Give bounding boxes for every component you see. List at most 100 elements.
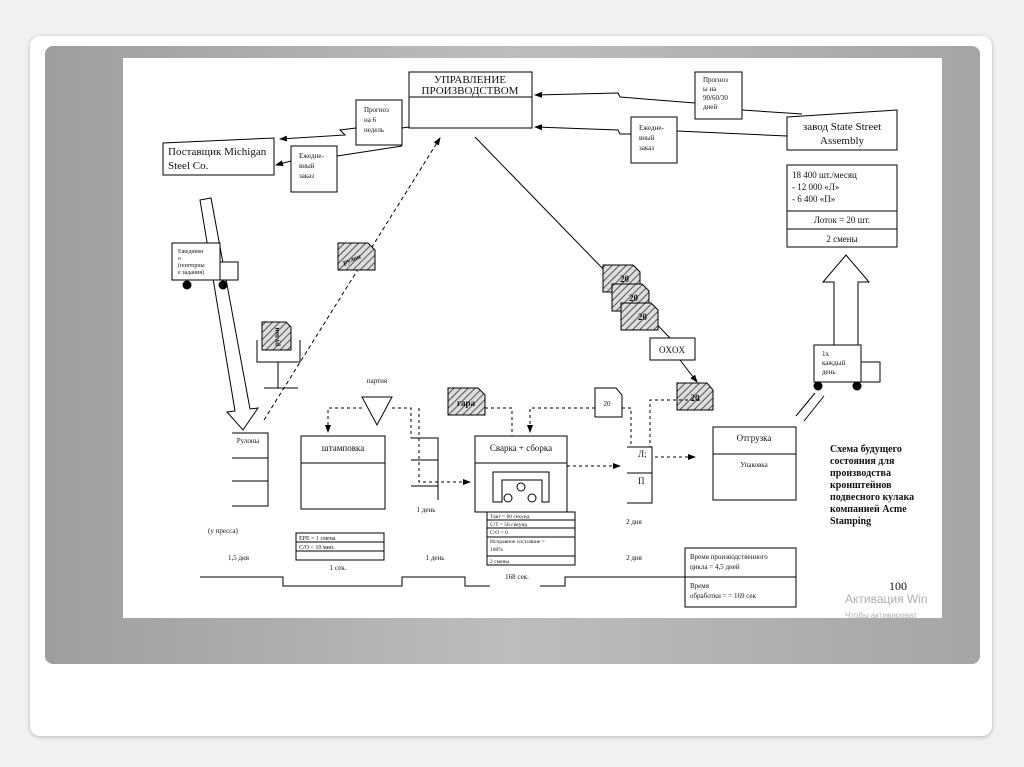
welding-data-box xyxy=(486,511,576,566)
customer-name-1: завод State Street xyxy=(803,121,881,133)
welding-title: Сварка + сборка xyxy=(490,443,552,453)
finished-left: Л; xyxy=(638,449,647,459)
supplier-daily-order-box xyxy=(290,145,338,193)
svg-text:Ежедне-: Ежедне- xyxy=(639,124,664,132)
svg-text:каждый: каждый xyxy=(822,359,846,367)
shipping-sub: Упаковка xyxy=(740,461,768,469)
coils-time: 1,5 дня xyxy=(228,554,250,562)
welding-process-box xyxy=(474,435,568,513)
production-kanban-card xyxy=(676,382,714,411)
customer-daily-order-box xyxy=(630,116,678,164)
svg-text:Время производственного: Время производственного xyxy=(690,553,768,561)
supplier-name-2: Steel Co. xyxy=(168,160,209,172)
kanban-pair-link xyxy=(485,407,513,436)
coils-label: Рулоны xyxy=(237,437,260,445)
kanban-card-2: 20 xyxy=(629,293,639,303)
coils-note: (у пресса) xyxy=(208,527,239,535)
supplier-box xyxy=(162,137,275,176)
svg-text:100%: 100% xyxy=(490,547,503,553)
withdrawal-signal-arrow-2 xyxy=(527,407,595,433)
svg-text:Прогноз: Прогноз xyxy=(703,76,728,84)
svg-text:кронштейнов: кронштейнов xyxy=(830,480,892,491)
svg-text:Stamping: Stamping xyxy=(830,516,871,527)
svg-text:- 12 000 «Л»: - 12 000 «Л» xyxy=(792,182,839,192)
load-leveling-box xyxy=(649,337,696,361)
pull-signal-arrow xyxy=(392,407,470,482)
svg-text:Ежедневн: Ежедневн xyxy=(178,249,204,255)
svg-text:18 400 шт./месяц: 18 400 шт./месяц xyxy=(792,170,857,180)
leveling-arrow xyxy=(679,359,698,383)
batch-signal-arrow xyxy=(325,407,362,433)
supplier-truck-icon xyxy=(171,242,239,290)
page-number: 100 xyxy=(889,579,907,593)
svg-text:вный: вный xyxy=(299,162,315,170)
svg-text:заказ: заказ xyxy=(639,144,654,152)
svg-text:день: день xyxy=(822,368,836,376)
withdrawal-kanban-label: 20 xyxy=(604,400,612,408)
electronic-info-arrow xyxy=(280,126,410,139)
summary-box xyxy=(684,547,797,608)
svg-text:о: о xyxy=(178,256,181,262)
kanban-coil-card xyxy=(337,242,376,271)
load-leveling-label: OXOX xyxy=(659,345,685,355)
customer-name-2: Assembly xyxy=(820,135,865,147)
svg-text:Исправное состояние =: Исправное состояние = xyxy=(490,539,545,545)
stamping-data-box xyxy=(295,532,385,561)
finished-time-2: 2 дня xyxy=(626,554,643,562)
shipment-arrow xyxy=(821,254,871,345)
customer-truck-icon xyxy=(813,344,881,391)
svg-text:состояния для: состояния для xyxy=(830,456,895,467)
customer-order-arrow xyxy=(535,127,788,137)
svg-text:Ежедне-: Ежедне- xyxy=(299,152,324,160)
supplier-forecast-box xyxy=(355,99,403,146)
stamping-process-time: 1 сек. xyxy=(330,564,347,572)
kanban-card-1: 20 xyxy=(620,274,630,284)
supplier-name-1: Поставщик Michigan xyxy=(168,146,267,158)
svg-text:Лоток = 20 шт.: Лоток = 20 шт. xyxy=(814,215,870,225)
stamped-supermarket xyxy=(411,437,439,500)
svg-text:Схема будущего: Схема будущего xyxy=(830,444,902,455)
svg-text:производства: производства xyxy=(830,468,891,479)
management-title-1: УПРАВЛЕНИЕ xyxy=(434,74,506,86)
coils-supermarket xyxy=(232,432,269,507)
svg-text:недель: недель xyxy=(364,126,384,134)
finished-signal-link xyxy=(622,399,700,447)
svg-text:2 смены: 2 смены xyxy=(826,234,857,244)
batch-triangle-icon xyxy=(361,396,393,427)
svg-text:Такт = 60 секунд: Такт = 60 секунд xyxy=(490,514,530,520)
batch-label: партия xyxy=(367,377,388,385)
svg-text:Прогноз: Прогноз xyxy=(364,106,389,114)
customer-data-text: 18 400 шт./месяц - 12 000 «Л» - 6 400 «П… xyxy=(792,170,870,244)
svg-text:90/60/30: 90/60/30 xyxy=(703,94,728,102)
daily-order-arrow xyxy=(276,145,403,165)
svg-text:подвесного кулака: подвесного кулака xyxy=(830,492,914,503)
forecast-arrow xyxy=(535,93,803,115)
svg-text:на 6: на 6 xyxy=(364,116,377,124)
svg-text:(повторны: (повторны xyxy=(178,262,205,269)
stamping-process-box xyxy=(300,435,386,510)
kanban-post-label: рулон xyxy=(273,327,281,346)
withdrawal-kanban-card xyxy=(594,387,623,418)
svg-text:цикла = 4,5 дней: цикла = 4,5 дней xyxy=(690,563,740,571)
svg-text:заказ: заказ xyxy=(299,172,314,180)
activation-watermark-sub: Чтобы активироват xyxy=(845,611,917,620)
stamping-co: C/O < 10 мин. xyxy=(299,545,335,551)
customer-forecast-box xyxy=(694,71,743,120)
kanban-pair-card xyxy=(447,387,486,416)
production-kanban-label: 20 xyxy=(691,393,701,403)
stamping-epe: EPE = 1 смена xyxy=(299,536,336,542)
timeline xyxy=(200,576,685,587)
kanban-pair-label: гара xyxy=(457,398,476,408)
customer-box xyxy=(786,109,898,151)
stamping-title: штамповка xyxy=(322,443,364,453)
svg-text:C/O = 0: C/O = 0 xyxy=(490,530,508,536)
svg-text:е задания): е задания) xyxy=(178,269,204,276)
svg-text:1х: 1х xyxy=(822,350,830,358)
